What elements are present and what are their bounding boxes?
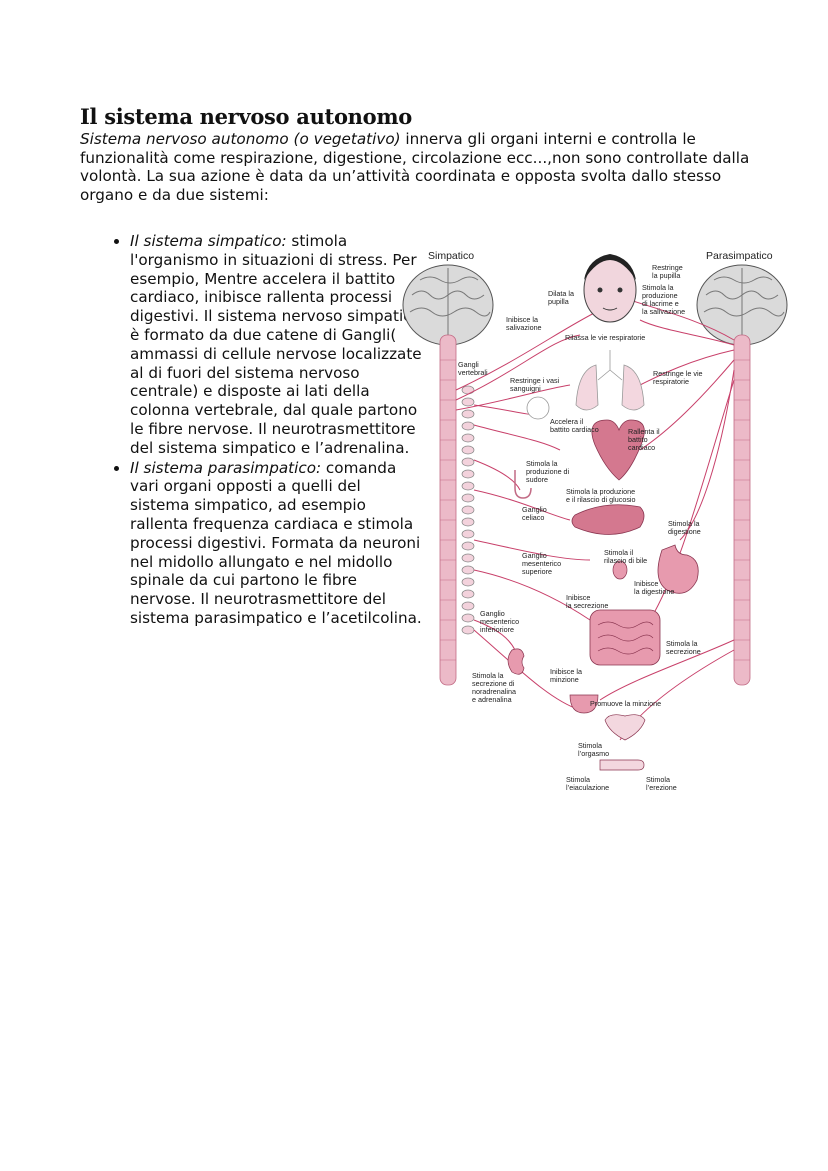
- intestines-icon: [589, 609, 661, 666]
- face-icon: [583, 254, 637, 323]
- label-rilassa-vie: Rilassa le vie respiratorie: [565, 333, 645, 342]
- parasympathetic-header: Parasimpatico: [706, 250, 773, 262]
- heart-icon: [591, 419, 645, 481]
- intro-text: innerva gli organi interni e controlla l…: [80, 130, 750, 204]
- autonomic-nervous-system-diagram: Simpatico Parasimpatico: [400, 240, 790, 800]
- ganglion-chain: [461, 385, 475, 635]
- sympathetic-header: Simpatico: [428, 250, 474, 262]
- nerve-fibers: [455, 299, 735, 741]
- bladder-icon: [569, 694, 599, 714]
- kidney-icon: [507, 648, 525, 675]
- liver-icon: [571, 504, 645, 535]
- intro-italic: Sistema nervoso autonomo (o vegetativo): [80, 130, 401, 148]
- parasympathetic-heading: Il sistema parasimpatico:: [130, 458, 322, 477]
- parasympathetic-text: comanda vari organi opposti a quelli del…: [130, 458, 422, 627]
- sweat-gland-icon: [514, 470, 532, 499]
- genital-icon: [599, 759, 645, 771]
- lungs-icon: [575, 350, 645, 411]
- label-promuove-minzione: Promuove la minzione: [590, 699, 661, 708]
- right-spinal-cord: [733, 334, 751, 686]
- right-brain-icon: [696, 264, 788, 346]
- left-brain-icon: [402, 264, 494, 346]
- page-title: Il sistema nervoso autonomo: [80, 104, 412, 129]
- reproductive-organ-icon: [604, 714, 646, 741]
- sympathetic-text: stimola l'organismo in situazioni di str…: [130, 232, 422, 457]
- sympathetic-heading: Il sistema simpatico:: [130, 232, 287, 250]
- intro-paragraph: Sistema nervoso autonomo (o vegetativo) …: [80, 130, 770, 204]
- gallbladder-icon: [612, 560, 628, 580]
- vessel-icon: [526, 396, 550, 420]
- left-spinal-cord: [439, 334, 457, 686]
- list-item-sympathetic: Il sistema simpatico: stimola l'organism…: [130, 232, 422, 458]
- list-item-parasympathetic: Il sistema parasimpatico: comanda vari o…: [130, 459, 422, 628]
- stomach-icon: [657, 544, 699, 594]
- systems-list: Il sistema simpatico: stimola l'organism…: [100, 232, 422, 629]
